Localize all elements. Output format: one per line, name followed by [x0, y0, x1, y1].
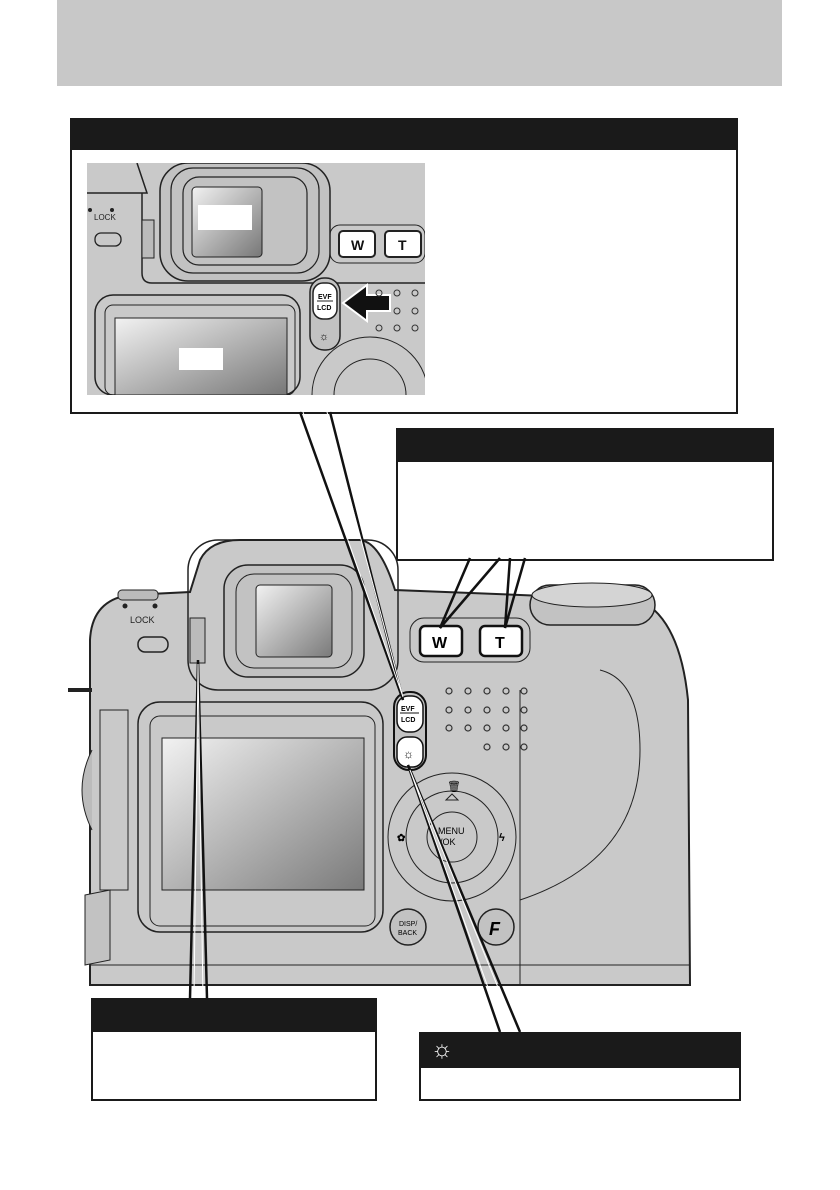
brightness-button[interactable] [396, 736, 424, 768]
menu-label: MENU [438, 826, 465, 836]
lock-label: LOCK [130, 615, 155, 625]
lock-label: LOCK [94, 213, 116, 222]
t-label: T [495, 635, 505, 652]
trash-icon: 🗑 [447, 780, 461, 793]
evf-lcd-button[interactable] [396, 695, 424, 733]
inset-w-label: W [351, 237, 365, 253]
inset-evf-label: EVF [318, 294, 332, 301]
inset-camera-illustration: LOCK W T EVF LCD ☼ [87, 163, 425, 395]
callout-title-bar [93, 1000, 375, 1032]
callout-title-bar: ☼ [421, 1034, 739, 1068]
callout-title-bar [398, 430, 772, 462]
page-header-band [57, 0, 782, 86]
diopter-dial[interactable] [189, 617, 206, 664]
zoom-w-button[interactable] [418, 624, 464, 658]
zoom-callout-box [396, 428, 774, 561]
back-label: BACK [398, 930, 417, 937]
arrow-left-icon [341, 283, 391, 323]
brightness-callout-box: ☼ [419, 1032, 741, 1101]
f-label: F [489, 919, 501, 939]
inset-t-label: T [398, 237, 407, 253]
evf-label: EVF [401, 706, 415, 713]
sun-icon: ☼ [403, 747, 414, 761]
sun-icon: ☼ [431, 1036, 453, 1063]
zoom-t-button[interactable] [478, 624, 524, 658]
inset-lcd-label: LCD [317, 305, 331, 312]
flash-icon: ϟ [499, 832, 505, 844]
w-label: W [432, 635, 448, 652]
inset-sun-icon: ☼ [319, 331, 329, 343]
lcd-label: LCD [401, 717, 415, 724]
diopter-callout-box [91, 998, 377, 1101]
ok-label: /OK [440, 837, 456, 847]
macro-icon: ✿ [397, 833, 406, 844]
disp-label: DISP/ [399, 921, 417, 928]
callout-title-bar [72, 120, 736, 150]
